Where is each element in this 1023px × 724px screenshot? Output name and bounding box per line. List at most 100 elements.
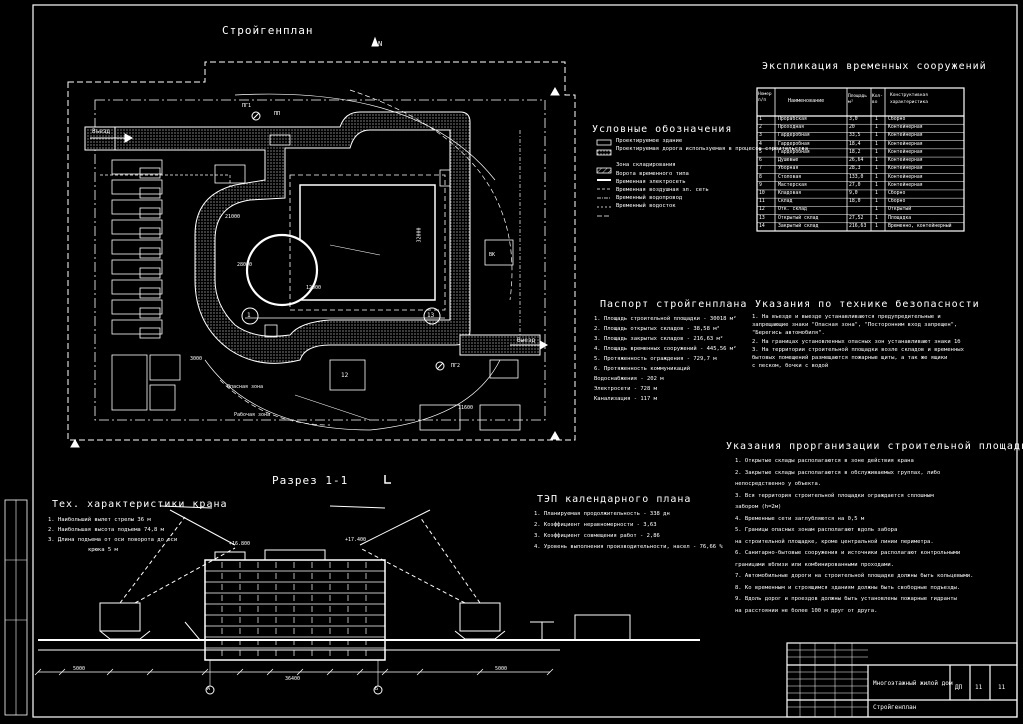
- crane-item: 1. Наибольший вылет стрелы 36 м: [48, 517, 151, 523]
- table-cell: 1: [875, 158, 878, 164]
- building-rotunda: [245, 233, 319, 307]
- passport-item: 2. Площадь открытых складов - 38,58 м²: [594, 326, 720, 332]
- legend-item: Проектируемое здание: [616, 138, 683, 144]
- dim-3000: 3000: [190, 356, 203, 362]
- table-cell: 27,0: [849, 182, 861, 188]
- table-cell: 133,0: [849, 174, 864, 180]
- organization-item: 5. Границы опасных зонам располагают вдо…: [735, 527, 898, 533]
- safety-item: с песком, бочки с водой: [752, 363, 829, 370]
- table-cell: 18,4: [849, 141, 861, 147]
- safety-item: запрещающие знаки "Опасная зона", "Посто…: [752, 322, 958, 329]
- section-drawing: [34, 475, 700, 695]
- organization-item: 1. Открытые склады располагаются в зоне …: [735, 458, 914, 464]
- organization-item: забором (h=2м): [735, 504, 782, 510]
- table-cell: 3,0: [849, 117, 858, 122]
- table-cell: Открытый склад: [778, 215, 819, 221]
- table-cell: 9,0: [849, 190, 858, 196]
- organization-list: 1. Открытые склады располагаются в зоне …: [735, 456, 973, 617]
- table-cell: 3: [759, 133, 762, 139]
- table-cell: Контейнерная: [888, 141, 923, 147]
- passport-title: Паспорт стройгенплана: [600, 299, 748, 310]
- title-block-sheets: 11: [998, 684, 1006, 691]
- table-cell: 1: [875, 141, 878, 147]
- table-cell: 1: [875, 125, 878, 131]
- table-header-type: Конструктивная характеристика: [890, 93, 928, 105]
- organization-item: 3. Вся территория строительной площадки …: [735, 492, 934, 499]
- organization-item: 6. Санитарно-бытовые сооружения и источн…: [735, 550, 961, 556]
- table-cell: 1: [875, 166, 878, 172]
- title-block-sheet: 11: [975, 684, 983, 691]
- table-cell: 1: [875, 223, 878, 229]
- table-cell: Гардеробная: [778, 149, 810, 155]
- organization-item: 8. Ко временным и строящимся зданиям дол…: [735, 584, 961, 591]
- organization-item: 4. Временные сети заглубляются на 0,5 м: [735, 515, 865, 522]
- section-title: Разрез 1-1: [272, 474, 349, 487]
- plan-title: Стройгенплан: [222, 24, 314, 37]
- temporary-buildings: [111, 134, 521, 431]
- tep-list: 1. Планируемая продолжительность - 338 д…: [534, 509, 723, 553]
- tep-item: 1. Планируемая продолжительность - 338 д…: [534, 511, 670, 517]
- legend-item: Ворота временного типа: [616, 170, 689, 177]
- table-cell: Мастерская: [778, 182, 807, 188]
- passport-item: Канализация - 117 м: [594, 396, 657, 402]
- crane-title: Тех. характеристики крана: [52, 499, 228, 510]
- crane-item: 3. Длина подъема от оси поворота до оси: [48, 537, 178, 543]
- table-cell: Склад: [778, 199, 793, 205]
- table-cell: 12: [759, 207, 765, 213]
- table-cell: Гардеробная: [778, 133, 810, 139]
- organization-title: Указания прорганизации строительной площ…: [726, 441, 1023, 452]
- sheet-border: [32, 4, 1018, 718]
- section-left-dim: 5000: [73, 666, 86, 672]
- safety-item: 2. На границах установленных опасных зон…: [752, 338, 961, 345]
- table-cell: 28,3: [849, 166, 861, 172]
- bldg-12-label: 12: [341, 372, 349, 379]
- table-cell: 20: [849, 125, 855, 131]
- legend-item: Временный водосток: [616, 203, 676, 210]
- danger-zone-label: Опасная зона: [226, 384, 264, 390]
- legend-list: Проектируемое здание Проектируемая дорог…: [616, 137, 808, 211]
- table-cell: Сборно: [888, 199, 906, 205]
- crane-list: 1. Наибольший вылет стрелы 36 м 2. Наибо…: [48, 515, 177, 555]
- organization-item: 9. Вдоль дорог и проездов должны быть ус…: [735, 596, 957, 602]
- table-cell: 1: [875, 174, 878, 180]
- crane-item: крюка 5 м: [88, 547, 118, 553]
- organization-item: границами вблизи или комбинированными пр…: [735, 561, 894, 568]
- passport-item: 4. Площадь временных сооружений - 445,56…: [594, 346, 737, 352]
- title-block-project: Многоэтажный жилой дом: [873, 680, 953, 687]
- pp-label: ПП: [274, 111, 281, 117]
- organization-item: на строительной площадке, кроме централь…: [735, 538, 934, 545]
- table-cell: 10: [759, 190, 765, 196]
- section-building: [204, 559, 386, 661]
- right-crane: [329, 505, 506, 640]
- work-zone-label: Рабочая зона: [233, 412, 271, 418]
- organization-item: непосредственно у объекта.: [735, 481, 822, 487]
- table-cell: Контейнерная: [888, 174, 923, 180]
- safety-title: Указания по технике безопасности: [755, 299, 980, 310]
- safety-item: 3. На территории строительной площадки в…: [752, 346, 964, 353]
- left-crane: [99, 505, 236, 640]
- table-cell: Контейнерная: [888, 166, 923, 172]
- safety-item: "Берегись автомобиля".: [752, 330, 825, 337]
- table-cell: Закрытый склад: [778, 223, 819, 229]
- title-block-stage: ДП: [955, 684, 963, 691]
- safety-item: 1. На въезде и выезде устанавливаются пр…: [752, 314, 941, 320]
- table-cell: Сборно: [888, 190, 906, 196]
- table-cell: 18,2: [849, 149, 861, 155]
- elevation-mid: +16.800: [229, 541, 251, 547]
- legend-symbols: [596, 139, 612, 217]
- vk-label: ВК: [489, 252, 496, 258]
- site-fence: [67, 61, 576, 441]
- dim-32000: 32000: [416, 227, 423, 243]
- table-cell: 4: [759, 141, 762, 147]
- safety-item: бытовых помещений размещаются пожарные щ…: [752, 355, 948, 362]
- table-cell: 11: [759, 199, 765, 205]
- elevation-top: +17.400: [345, 537, 367, 543]
- table-cell: 26,64: [849, 158, 864, 164]
- table-cell: 7: [759, 166, 762, 172]
- table-header-area: Площадь м²: [848, 94, 867, 105]
- axis-a-label: А: [207, 686, 211, 692]
- explication-title: Экспликация временных сооружений: [762, 61, 987, 72]
- table-cell: 1: [875, 190, 878, 196]
- table-cell: 1: [875, 149, 878, 155]
